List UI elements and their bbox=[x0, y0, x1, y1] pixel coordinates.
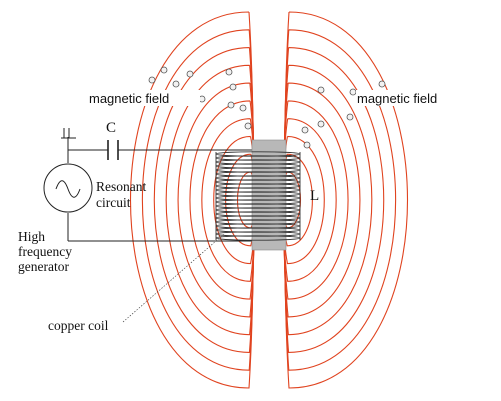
generator-label-1: High bbox=[18, 229, 45, 244]
label-backdrop-left bbox=[88, 90, 200, 106]
label-backdrop-right bbox=[356, 90, 466, 106]
field-marker-dot bbox=[160, 66, 168, 74]
resonant-circuit-label-2: circuit bbox=[96, 195, 131, 210]
field-marker-dot bbox=[317, 86, 325, 94]
field-marker-dot bbox=[172, 80, 180, 88]
field-marker-dot bbox=[227, 101, 235, 109]
magnetic-field-label-right: magnetic field bbox=[357, 91, 437, 106]
circuit-wiring bbox=[67, 137, 252, 242]
ground-symbol-icon bbox=[61, 128, 76, 139]
field-marker-dot bbox=[317, 120, 325, 128]
copper-coil-leader bbox=[122, 233, 225, 323]
capacitor-icon bbox=[107, 140, 119, 160]
field-marker-dot bbox=[346, 113, 354, 121]
copper-coil-label: copper coil bbox=[48, 318, 109, 333]
copper-coil bbox=[215, 151, 301, 241]
generator-label-2: frequency bbox=[18, 244, 72, 259]
magnetic-field-label-left: magnetic field bbox=[89, 91, 169, 106]
field-marker-dot bbox=[378, 80, 386, 88]
field-marker-dot bbox=[186, 70, 194, 78]
inductor-label: L bbox=[310, 188, 319, 204]
field-marker-dot bbox=[303, 141, 311, 149]
sine-wave-source-icon bbox=[43, 163, 93, 213]
generator-label-3: generator bbox=[18, 259, 69, 274]
resonant-circuit-label-1: Resonant bbox=[96, 179, 146, 194]
field-marker-dot bbox=[244, 122, 252, 130]
field-marker-dot bbox=[225, 68, 233, 76]
field-marker-dot bbox=[301, 126, 309, 134]
field-marker-dot bbox=[349, 88, 357, 96]
field-marker-dot bbox=[229, 83, 237, 91]
field-marker-dot bbox=[148, 76, 156, 84]
field-marker-dot bbox=[239, 104, 247, 112]
field-line-right bbox=[283, 11, 408, 389]
capacitor-label: C bbox=[106, 120, 116, 136]
